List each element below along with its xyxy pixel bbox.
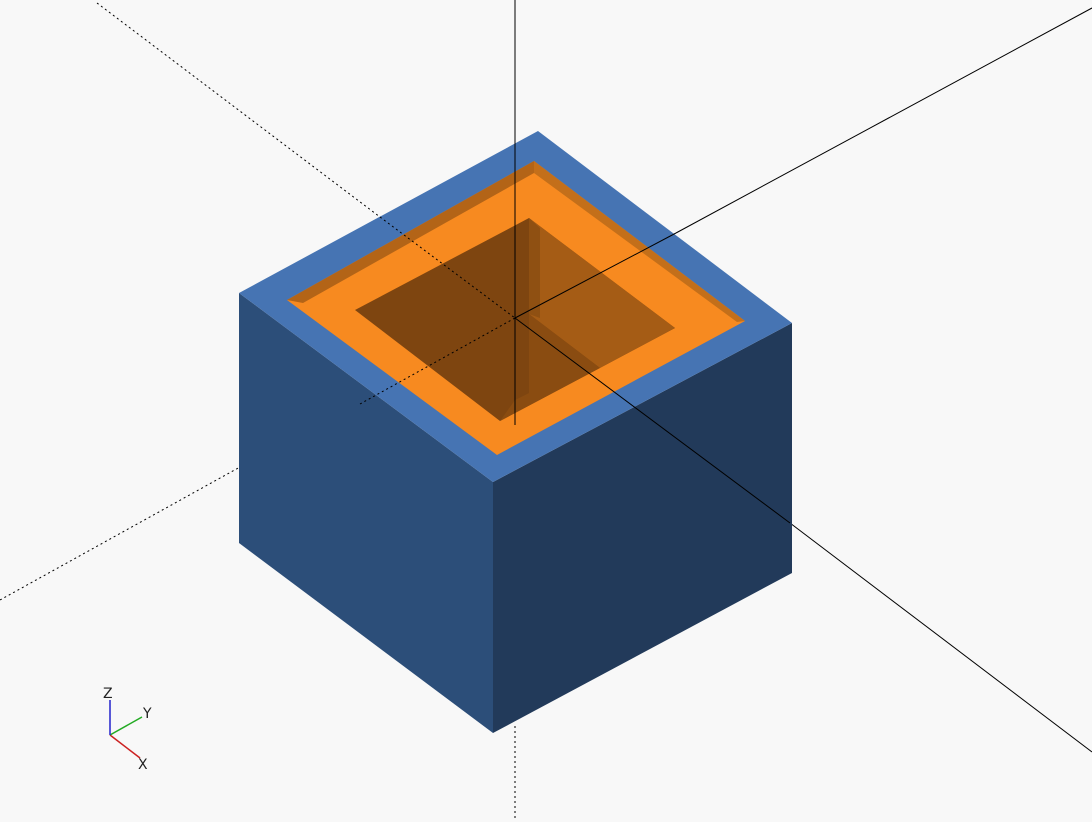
axis-line-negative-x — [96, 2, 381, 218]
box-outer-right-face — [493, 323, 792, 733]
axis-indicator-x-line — [109, 734, 141, 759]
inner-back-wall-shadow — [287, 161, 534, 303]
axis-line-positive-x — [789, 522, 1092, 753]
hollow-box-model[interactable] — [239, 131, 792, 733]
inner-axis-y — [514, 232, 677, 319]
axis-line-negative-y — [0, 466, 241, 601]
axis-line-positive-y — [675, 7, 1092, 234]
box-outer-left-face — [239, 293, 493, 733]
inner-axis-pos-x — [514, 317, 791, 524]
inner-pocket-corner-edge — [529, 218, 540, 318]
inner-axis-neg-x — [379, 216, 516, 319]
inner-pocket-right-lower — [500, 314, 600, 421]
axis-indicator: X Y Z — [103, 686, 152, 773]
axis-indicator-x-label: X — [138, 757, 148, 773]
axis-indicator-y-label: Y — [142, 706, 152, 722]
axis-indicator-z-label: Z — [103, 686, 113, 702]
axis-indicator-y-line — [109, 716, 143, 736]
inner-right-back-shadow — [534, 161, 745, 322]
inner-pocket-right-wall — [529, 218, 675, 368]
